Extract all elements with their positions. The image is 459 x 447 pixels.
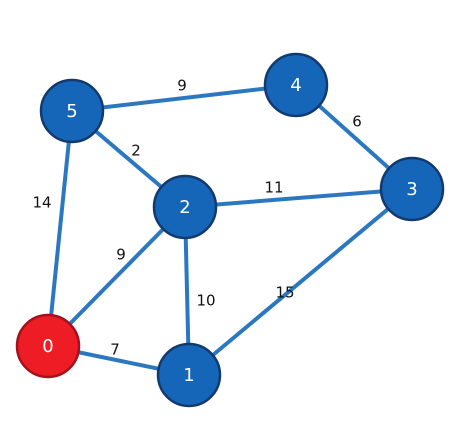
- node-label-5: 5: [66, 101, 77, 122]
- node-circle-5: [39, 78, 105, 144]
- node-label-4: 4: [290, 75, 301, 96]
- edge-weight-layer: 9 6 2 11 14 9 10 15 7: [32, 77, 361, 359]
- edge-weight-2-3: 11: [264, 179, 283, 197]
- edge-weight-0-1: 7: [110, 341, 120, 359]
- node-3: 3: [379, 156, 445, 222]
- edge-2-3: [183, 187, 414, 209]
- edge-1-3: [187, 187, 414, 377]
- edge-weight-1-3: 15: [275, 284, 294, 302]
- node-circle-4: [263, 52, 329, 118]
- node-circle-2: [152, 174, 218, 240]
- node-label-1: 1: [183, 365, 194, 386]
- node-label-3: 3: [406, 179, 417, 200]
- node-label-0: 0: [42, 336, 53, 357]
- edge-weight-5-4: 9: [177, 77, 187, 95]
- node-0: 0: [15, 313, 81, 379]
- node-4: 4: [263, 52, 329, 118]
- node-label-2: 2: [179, 197, 190, 218]
- edge-0-2: [46, 205, 187, 348]
- node-5: 5: [39, 78, 105, 144]
- edge-5-0: [46, 109, 74, 348]
- edge-weight-2-1: 10: [196, 292, 215, 310]
- edge-weight-5-0: 14: [32, 194, 51, 212]
- node-circle-3: [379, 156, 445, 222]
- edge-5-4: [70, 83, 298, 113]
- node-circle-1: [156, 342, 222, 408]
- node-circle-0: [15, 313, 81, 379]
- edge-weight-4-3: 6: [352, 113, 362, 131]
- edge-weight-5-2: 2: [131, 142, 141, 160]
- node-layer: 0 1 2 3 4 5: [15, 52, 445, 408]
- node-2: 2: [152, 174, 218, 240]
- edge-weight-0-2: 9: [116, 246, 126, 264]
- node-1: 1: [156, 342, 222, 408]
